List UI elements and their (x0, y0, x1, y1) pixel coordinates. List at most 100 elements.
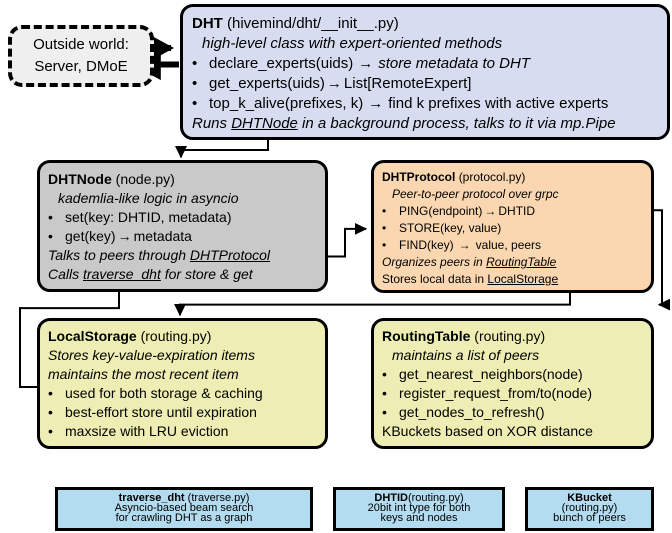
dhtprotocol-footer2: Stores local data in LocalStorage (382, 271, 643, 288)
localstorage-bullet-1-text: best-effort store until expiration (65, 404, 257, 420)
localstorage-bullet-2-text: maxsize with LRU eviction (65, 423, 229, 439)
bullet-dot-icon: • (48, 423, 53, 439)
bullet-dot-icon: • (192, 95, 198, 112)
bullet-dot-icon: • (48, 385, 53, 401)
dhtprotocol-bullet-1: • STORE(key, value) (382, 220, 643, 237)
localstorage-subtitle2: maintains the most recent item (48, 366, 239, 382)
traverse-line2: for crawling DHT as a graph (115, 512, 253, 524)
dhtnode-link-dhtprotocol[interactable]: DHTProtocol (189, 247, 271, 263)
localstorage-bullet-0-text: used for both storage & caching (65, 385, 263, 401)
dht-bullet-0: • declare_experts(uids) → store metadata… (192, 54, 658, 74)
node-traverse-dht[interactable]: traverse_dht (traverse.py) Asyncio-based… (55, 487, 313, 531)
dhtid-class-name: DHTID (374, 492, 408, 504)
dhtprotocol-link-routingtable[interactable]: RoutingTable (486, 255, 557, 269)
dhtprotocol-footer2-pre: Stores local data in (382, 272, 488, 286)
dhtnode-footer1: Talks to peers through DHTProtocol (48, 246, 317, 265)
dhtprotocol-bullet-2: • FIND(key) → value, peers (382, 237, 643, 254)
dhtid-file: (routing.py) (407, 492, 464, 504)
dht-bullet-0-call: declare_experts(uids) (209, 55, 354, 72)
dhtprotocol-footer1-pre: Organizes peers in (382, 255, 487, 269)
bullet-dot-icon: • (48, 228, 53, 244)
bullet-dot-icon: • (382, 204, 387, 218)
dht-class-name: DHT (192, 15, 223, 32)
traverse-class-name: traverse_dht (118, 492, 185, 504)
dht-footer-post: in a background process, talks to it via… (297, 115, 616, 132)
dht-bullet-2: • top_k_alive(prefixes, k) → find k pref… (192, 94, 658, 114)
dhtnode-bullet-0-call: set(key: DHTID, metadata) (65, 209, 232, 225)
traverse-header: traverse_dht (traverse.py) (62, 492, 306, 504)
dhtid-line1: 20bit int type for both (367, 502, 471, 514)
dht-bullet-1: • get_experts(uids) → List[RemoteExpert] (192, 74, 658, 94)
dht-header: DHT (hivemind/dht/__init__.py) (192, 14, 658, 34)
routingtable-footer: KBuckets based on XOR distance (382, 423, 593, 439)
dhtprotocol-link-localstorage[interactable]: LocalStorage (487, 272, 559, 286)
dht-bullet-1-result: List[RemoteExpert] (343, 75, 472, 92)
dhtprotocol-class-name: DHTProtocol (382, 170, 456, 184)
localstorage-subtitle1: Stores key-value-expiration items (48, 347, 255, 363)
bullet-dot-icon: • (382, 238, 387, 252)
node-outside-world[interactable]: Outside world: Server, DMoE (8, 24, 154, 87)
dhtnode-bullet-1: • get(key) → metadata (48, 227, 317, 246)
node-dhtnode[interactable]: DHTNode (node.py) kademlia-like logic in… (37, 160, 328, 293)
bullet-dot-icon: • (192, 75, 198, 92)
routingtable-file: (routing.py) (474, 328, 546, 344)
dht-file: (hivemind/dht/__init__.py) (227, 15, 399, 32)
routingtable-header: RoutingTable (routing.py) (382, 327, 643, 346)
routingtable-bullet-1-text: register_request_from/to(node) (399, 385, 592, 401)
dhtnode-file: (node.py) (115, 171, 175, 187)
dht-bullet-2-call: top_k_alive(prefixes, k) (209, 95, 364, 112)
bullet-dot-icon: • (192, 55, 198, 72)
traverse-line1: Asyncio-based beam search (114, 502, 254, 514)
node-dhtprotocol[interactable]: DHTProtocol (protocol.py) Peer-to-peer p… (371, 160, 654, 293)
dhtprotocol-footer1: Organizes peers in RoutingTable (382, 254, 643, 271)
node-kbucket[interactable]: KBucket (routing.py) bunch of peers (525, 487, 654, 531)
dhtprotocol-bullet-0-call: PING(endpoint) (399, 204, 483, 218)
dhtprotocol-bullet-0: • PING(endpoint) → DHTID (382, 203, 643, 220)
dht-subtitle: high-level class with expert-oriented me… (202, 35, 503, 52)
dhtprotocol-subtitle: Peer-to-peer protocol over grpc (392, 187, 559, 201)
dhtprotocol-bullet-1-call: STORE(key, value) (399, 221, 502, 235)
dhtnode-class-name: DHTNode (48, 171, 112, 187)
dht-footer: Runs DHTNode in a background process, ta… (192, 114, 658, 134)
bullet-dot-icon: • (48, 209, 53, 225)
bullet-dot-icon: • (382, 221, 387, 235)
outside-world-line2: Server, DMoE (34, 57, 128, 75)
routingtable-class-name: RoutingTable (382, 328, 471, 344)
dhtid-line2: keys and nodes (380, 512, 458, 524)
dhtprotocol-bullet-2-arrow-icon: → (458, 238, 471, 252)
routingtable-bullet-2: • get_nodes_to_refresh() (382, 403, 643, 422)
node-localstorage[interactable]: LocalStorage (routing.py) Stores key-val… (37, 318, 328, 449)
bullet-dot-icon: • (382, 385, 387, 401)
dhtnode-footer2-post: for store & get (160, 266, 253, 282)
dhtprotocol-bullet-0-arrow-icon: → (484, 204, 497, 218)
kbucket-file: (routing.py) (561, 502, 618, 514)
dhtnode-footer2-pre: Calls (48, 266, 84, 282)
node-routingtable[interactable]: RoutingTable (routing.py) maintains a li… (371, 318, 654, 449)
dhtprotocol-bullet-0-result: DHTID (498, 204, 536, 218)
localstorage-bullet-1: • best-effort store until expiration (48, 403, 317, 422)
node-dht[interactable]: DHT (hivemind/dht/__init__.py) high-leve… (180, 4, 670, 140)
dht-bullet-1-call: get_experts(uids) (209, 75, 325, 92)
dht-bullet-1-arrow-icon: → (326, 75, 342, 92)
bullet-dot-icon: • (48, 404, 53, 420)
dhtnode-subtitle: kademlia-like logic in asyncio (58, 190, 239, 206)
dhtnode-footer2: Calls traverse_dht for store & get (48, 265, 317, 284)
dhtprotocol-file: (protocol.py) (458, 170, 526, 184)
localstorage-file: (routing.py) (140, 328, 212, 344)
dhtprotocol-bullet-2-result: value, peers (475, 238, 542, 252)
outside-world-line1: Outside world: (33, 35, 129, 53)
dht-bullet-2-result: find k prefixes with active experts (388, 95, 609, 112)
dht-bullet-0-arrow-icon: → (358, 55, 374, 72)
dhtnode-bullet-1-call: get(key) (65, 228, 116, 244)
bullet-dot-icon: • (382, 404, 387, 420)
localstorage-bullet-0: • used for both storage & caching (48, 384, 317, 403)
node-dhtid[interactable]: DHTID(routing.py) 20bit int type for bot… (333, 487, 505, 531)
routingtable-bullet-0-text: get_nearest_neighbors(node) (399, 366, 583, 382)
dht-footer-link-dhtnode[interactable]: DHTNode (231, 115, 298, 132)
traverse-file: (traverse.py) (187, 492, 250, 504)
routingtable-bullet-2-text: get_nodes_to_refresh() (399, 404, 545, 420)
localstorage-header: LocalStorage (routing.py) (48, 327, 317, 346)
dhtnode-bullet-1-arrow-icon: → (117, 228, 132, 244)
dhtnode-link-traverse-dht[interactable]: traverse_dht (83, 266, 161, 282)
